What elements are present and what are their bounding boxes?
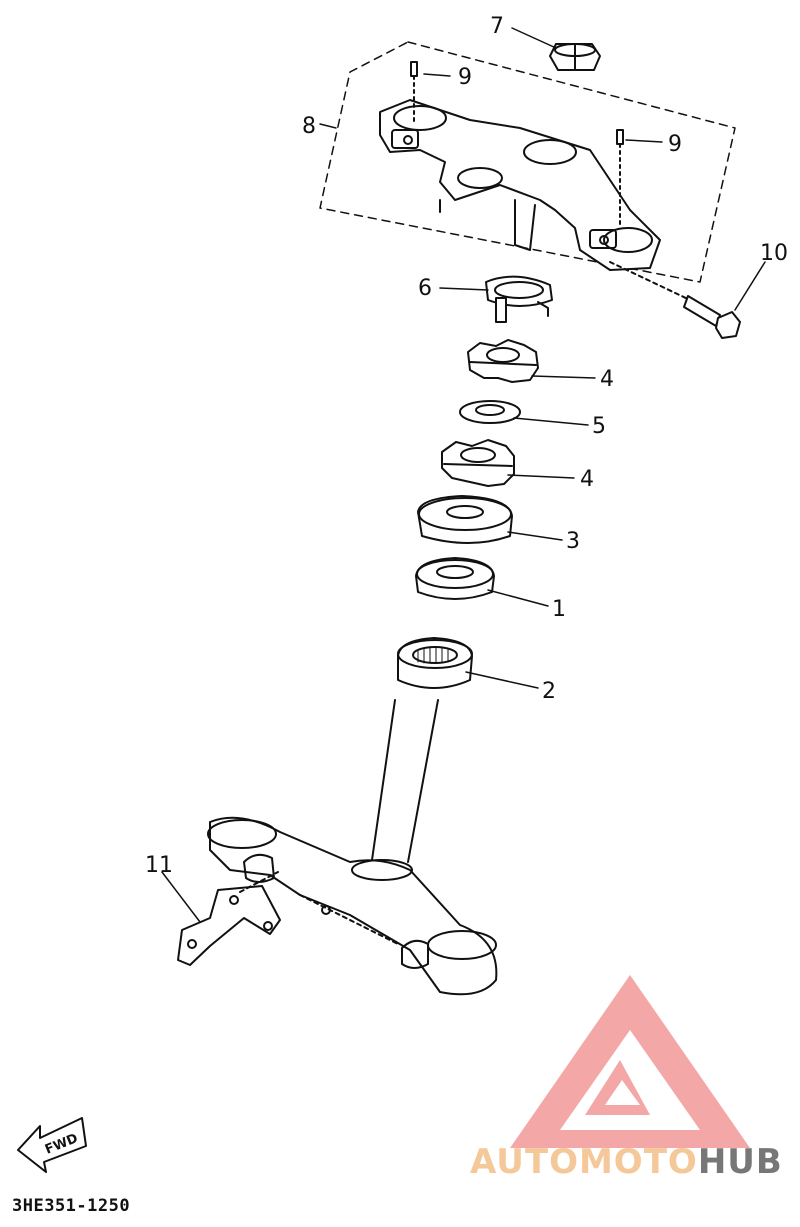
watermark-text: AUTOMOTOHUB xyxy=(470,1142,783,1182)
leader-lines xyxy=(161,27,766,923)
callout-4-lower: 4 xyxy=(580,467,594,492)
watermark-logo xyxy=(510,975,750,1148)
part-1-bearing-race xyxy=(415,557,495,600)
part-5-washer xyxy=(459,400,521,424)
callout-9-left: 9 xyxy=(458,65,472,90)
part-6-lock-washer xyxy=(485,275,553,323)
part-7-cap-nut xyxy=(549,43,601,71)
part-3-bearing-cover xyxy=(417,495,513,544)
watermark-text-part1: AUTOMOTO xyxy=(470,1142,698,1182)
callout-9-right: 9 xyxy=(668,132,682,157)
part-4-ring-nut-lower xyxy=(441,439,515,487)
callout-4-upper: 4 xyxy=(600,367,614,392)
callout-11: 11 xyxy=(145,853,173,878)
part-4-ring-nut-upper xyxy=(467,339,539,383)
callout-numbers: 7 9 9 8 10 6 4 5 4 3 1 2 11 FWD xyxy=(43,14,788,1158)
watermark-text-part2: HUB xyxy=(697,1142,783,1182)
reference-code: 3HE351-1250 xyxy=(12,1196,131,1216)
under-bracket-steering-stem xyxy=(207,699,498,996)
part-2-ball-bearing xyxy=(397,637,473,689)
callout-3: 3 xyxy=(566,529,580,554)
callout-7: 7 xyxy=(490,14,504,39)
callout-5: 5 xyxy=(592,414,606,439)
callout-1: 1 xyxy=(552,597,566,622)
part-8-dashed-outline xyxy=(319,41,736,283)
callout-6: 6 xyxy=(418,276,432,301)
part-10-bolt xyxy=(609,261,741,339)
callout-8: 8 xyxy=(302,114,316,139)
fwd-arrow-icon xyxy=(17,1117,87,1173)
callout-2: 2 xyxy=(542,679,556,704)
part-8-upper-bracket xyxy=(379,99,661,271)
part-11-bracket xyxy=(177,871,281,966)
callout-10: 10 xyxy=(760,241,788,266)
